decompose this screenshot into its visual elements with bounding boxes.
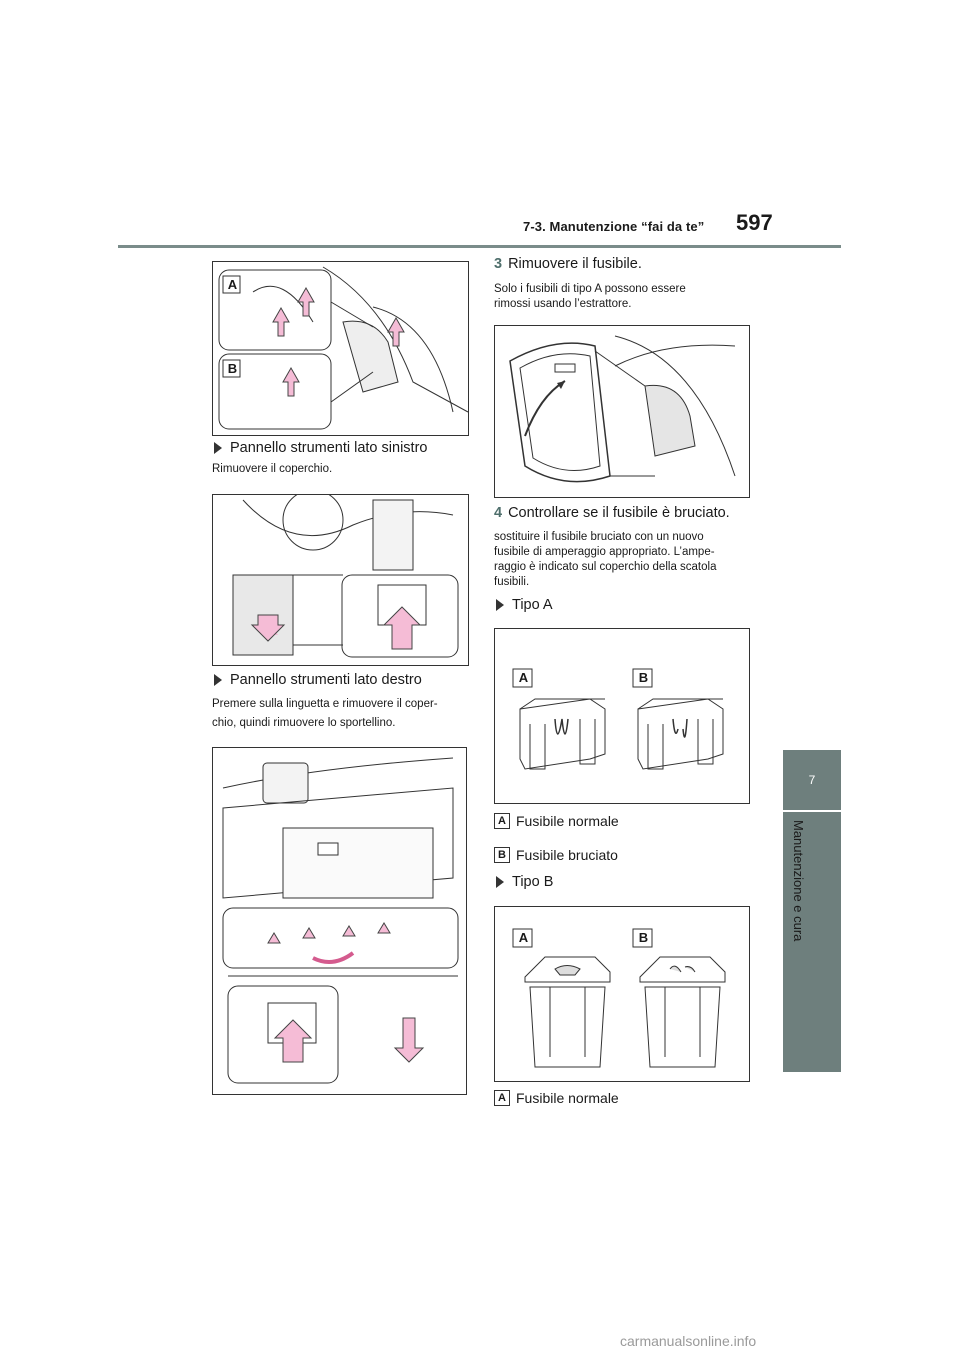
chapter-title-tab: Manutenzione e cura [783,812,841,1072]
figure-fuse-puller [494,325,750,498]
bullet-triangle-icon [496,599,504,611]
section-title: 7-3. Manutenzione “fai da te” [523,219,705,234]
step-4-text: Controllare se il fusibile è bruciato. [508,505,730,521]
page-number: 597 [736,210,773,235]
legend-normal-fuse-a: A Fusibile normale [494,813,619,829]
step-3-text: Rimuovere il fusibile. [508,256,642,272]
step-3-para-line1: Solo i fusibili di tipo A possono essere [494,283,686,295]
para-remove-cover: Rimuovere il coperchio. [212,463,333,475]
para-press-tab-line2: chio, quindi rimuovere lo sportellino. [212,717,396,729]
legend-normal-fuse-b: A Fusibile normale [494,1090,619,1106]
bullet-triangle-icon [214,674,222,686]
bullet-triangle-icon [214,442,222,454]
legend-text: Fusibile bruciato [516,847,618,863]
step-4-para-line2: fusibile di amperaggio appropriato. L’am… [494,546,715,558]
bullet-left-panel-text: Pannello strumenti lato sinistro [230,440,428,456]
chapter-tab: 7 [783,750,841,810]
bullet-left-panel: Pannello strumenti lato sinistro [214,440,427,456]
figure-fuse-type-a: A B [494,628,750,804]
bullet-right-panel-text: Pannello strumenti lato destro [230,672,422,688]
bullet-triangle-icon [496,876,504,888]
fig-b-label-b: B [638,930,649,945]
bullet-type-b: Tipo B [496,874,553,890]
para-press-tab-line1: Premere sulla linguetta e rimuovere il c… [212,698,438,710]
bullet-right-panel: Pannello strumenti lato destro [214,672,422,688]
figure-left-panel [212,494,469,666]
step-4-para-line4: fusibili. [494,576,530,588]
step-3: 3 Rimuovere il fusibile. [494,256,642,272]
fig-a-label-a: A [518,670,529,685]
bullet-type-b-text: Tipo B [512,874,554,890]
figure-fuse-box-access: A B [212,261,469,436]
chapter-title: Manutenzione e cura [791,820,806,942]
step-4-para-line1: sostituire il fusibile bruciato con un n… [494,531,704,543]
step-3-number: 3 [494,256,503,272]
legend-key-a: A [494,1090,510,1106]
fig-b-label-a: A [518,930,529,945]
header-rule [118,245,841,248]
bullet-type-a-text: Tipo A [512,597,553,613]
legend-key-a: A [494,813,510,829]
legend-text: Fusibile normale [516,1090,619,1106]
fig1-label-a: A [227,277,238,292]
step-4-number: 4 [494,505,503,521]
figure-right-panel [212,747,467,1095]
legend-text: Fusibile normale [516,813,619,829]
chapter-number: 7 [808,773,816,787]
figure-fuse-type-b: A B [494,906,750,1082]
step-3-para-line2: rimossi usando l’estrattore. [494,298,632,310]
legend-blown-fuse-a: B Fusibile bruciato [494,847,618,863]
bullet-type-a: Tipo A [496,597,553,613]
fig1-label-b: B [227,361,238,376]
step-4: 4 Controllare se il fusibile è bruciato. [494,505,730,521]
legend-key-b: B [494,847,510,863]
watermark: carmanualsonline.info [620,1333,757,1349]
fig-a-label-b: B [638,670,649,685]
step-4-para-line3: raggio è indicato sul coperchio della sc… [494,561,717,573]
